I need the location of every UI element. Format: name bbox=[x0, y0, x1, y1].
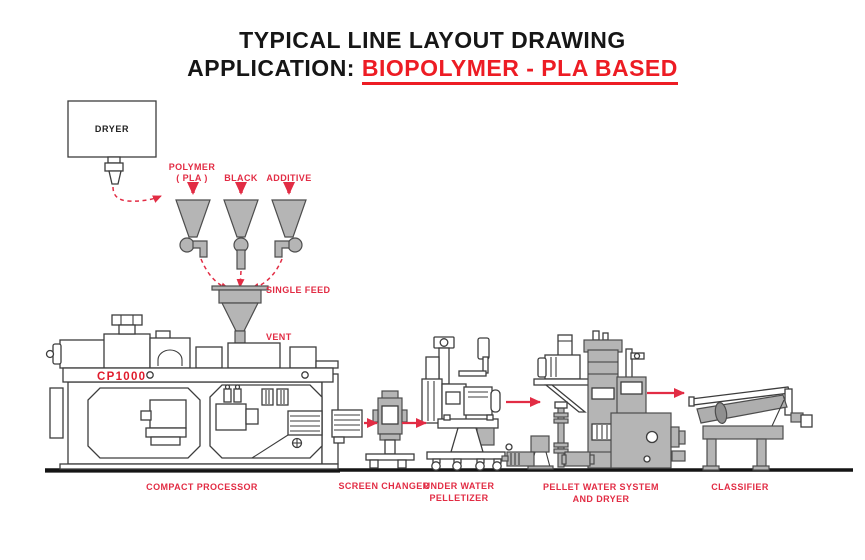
drawing-title: TYPICAL LINE LAYOUT DRAWING APPLICATION:… bbox=[0, 26, 865, 85]
hopper-polymer-drawing bbox=[175, 199, 211, 258]
hopper-polymer-label-line2: ( PLA ) bbox=[176, 173, 207, 183]
vent-label: VENT bbox=[266, 332, 292, 342]
hopper-feed-arrows bbox=[187, 182, 295, 195]
pellet-water-system-drawing bbox=[501, 330, 686, 470]
pellet-water-system-label-line2: AND DRYER bbox=[573, 494, 630, 504]
classifier-drawing bbox=[688, 386, 813, 471]
underwater-pelletizer-label-line1: UNDER WATER bbox=[424, 481, 495, 491]
title-line1: TYPICAL LINE LAYOUT DRAWING bbox=[239, 27, 626, 53]
dryer-unit-drawing bbox=[67, 100, 157, 185]
dryer-label: DRYER bbox=[95, 124, 129, 134]
hopper-additive-drawing bbox=[271, 199, 307, 258]
process-flow-arrows bbox=[364, 388, 685, 428]
single-feed-label: SINGLE FEED bbox=[266, 285, 331, 295]
title-line2: APPLICATION: BIOPOLYMER - PLA BASED bbox=[0, 54, 865, 85]
single-feed-hopper-drawing bbox=[211, 285, 269, 344]
title-application-highlight: BIOPOLYMER - PLA BASED bbox=[361, 55, 678, 85]
hopper-polymer-label-line1: POLYMER bbox=[169, 162, 216, 172]
hopper-black-label: BLACK bbox=[224, 173, 258, 183]
processor-model-label: CP1000 bbox=[97, 371, 146, 383]
pellet-water-system-label-line1: PELLET WATER SYSTEM bbox=[543, 482, 659, 492]
underwater-pelletizer-drawing bbox=[421, 336, 506, 471]
hopper-black-drawing bbox=[223, 199, 259, 270]
hopper-additive-label: ADDITIVE bbox=[266, 173, 311, 183]
classifier-label: CLASSIFIER bbox=[711, 482, 769, 492]
compact-processor-label: COMPACT PROCESSOR bbox=[146, 482, 258, 492]
screen-changer-drawing bbox=[365, 390, 415, 469]
underwater-pelletizer-label-line2: PELLETIZER bbox=[429, 493, 488, 503]
screen-changer-label: SCREEN CHANGER bbox=[338, 481, 429, 491]
title-application-prefix: APPLICATION: bbox=[187, 55, 355, 81]
dryer-flow-dashed-arrow bbox=[112, 186, 162, 203]
compact-processor-drawing bbox=[45, 314, 363, 470]
